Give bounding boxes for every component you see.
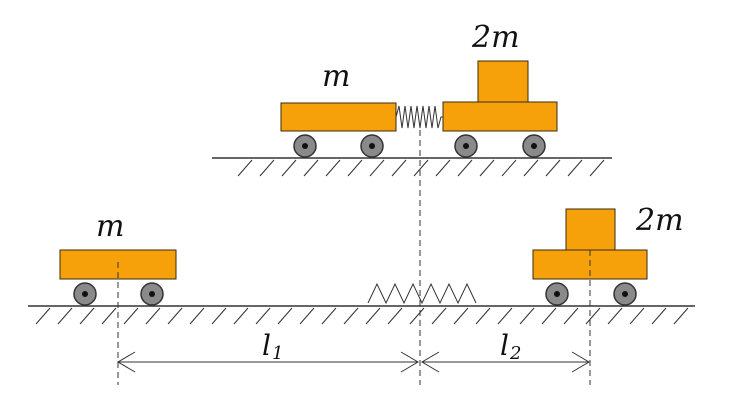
bottom-cart-2m-wheel-right <box>613 282 637 306</box>
hatch-mark <box>435 159 451 177</box>
bottom-cart-2m-load <box>565 208 616 251</box>
bottom-cart-m-wheel-left <box>73 282 97 306</box>
hatch-mark <box>457 159 473 177</box>
top-cart-m-body <box>280 102 397 132</box>
hatch-mark <box>123 307 139 325</box>
hatch-mark <box>79 307 95 325</box>
hatch-mark <box>673 307 689 325</box>
distance-l1-arrow-right <box>400 351 419 373</box>
hatch-mark <box>365 307 381 325</box>
top-label-2m: 2m <box>471 20 520 55</box>
hatch-mark <box>325 159 341 177</box>
hatch-mark <box>585 307 601 325</box>
hatch-mark <box>453 307 469 325</box>
distance-l2-symbol: l <box>500 329 509 362</box>
top-compressed-spring <box>395 105 443 129</box>
hatch-mark <box>259 159 275 177</box>
hatch-mark <box>321 307 337 325</box>
hatch-mark <box>145 307 161 325</box>
distance-l1-subscript: 1 <box>272 343 283 364</box>
bottom-scene: m 2m <box>28 203 695 385</box>
hatch-mark <box>211 307 227 325</box>
distance-l1-arrow-left <box>117 351 136 373</box>
hatch-mark <box>167 307 183 325</box>
hatch-mark <box>391 159 407 177</box>
hatch-mark <box>479 159 495 177</box>
hatch-mark <box>567 159 583 177</box>
top-cart-2m-load <box>477 60 529 103</box>
hatch-mark <box>563 307 579 325</box>
distance-l2-label: l2 <box>500 329 521 364</box>
hatch-mark <box>519 307 535 325</box>
top-cart-2m <box>442 60 558 158</box>
distance-l2-subscript: 2 <box>509 343 521 364</box>
hatch-mark <box>497 307 513 325</box>
top-cart-m-wheel-left <box>293 134 317 158</box>
hatch-mark <box>431 307 447 325</box>
hatch-mark <box>501 159 517 177</box>
hatch-mark <box>237 159 253 177</box>
distance-l2-arrow-right <box>571 351 590 373</box>
distance-l1: l1 <box>117 329 419 373</box>
hatch-mark <box>413 159 429 177</box>
hatch-mark <box>233 307 249 325</box>
hatch-mark <box>589 159 605 177</box>
hatch-mark <box>189 307 205 325</box>
hatch-mark <box>545 159 561 177</box>
bottom-cart-2m-wheel-left <box>545 282 569 306</box>
bottom-label-m: m <box>96 209 124 244</box>
hatch-mark <box>369 159 385 177</box>
hatch-mark <box>299 307 315 325</box>
hatch-mark <box>541 307 557 325</box>
distance-l1-label: l1 <box>262 329 283 364</box>
hatch-mark <box>101 307 117 325</box>
distance-l2: l2 <box>421 329 590 373</box>
hatch-mark <box>35 307 51 325</box>
top-cart-m-wheel-right <box>360 134 384 158</box>
hatch-mark <box>387 307 403 325</box>
hatch-mark <box>255 307 271 325</box>
bottom-relaxed-spring <box>367 282 477 305</box>
hatch-mark <box>281 159 297 177</box>
top-cart-2m-body <box>442 101 558 132</box>
hatch-mark <box>475 307 491 325</box>
distance-l1-symbol: l <box>262 329 271 362</box>
top-cart-2m-wheel-left <box>454 134 478 158</box>
bottom-cart-m-wheel-right <box>140 282 164 306</box>
hatch-mark <box>629 307 645 325</box>
hatch-mark <box>651 307 667 325</box>
top-cart-2m-wheel-right <box>522 134 546 158</box>
hatch-mark <box>523 159 539 177</box>
hatch-mark <box>303 159 319 177</box>
hatch-mark <box>409 307 425 325</box>
hatch-mark <box>607 307 623 325</box>
hatch-mark <box>57 307 73 325</box>
hatch-mark <box>343 307 359 325</box>
bottom-ground-hatch <box>35 307 689 325</box>
top-scene: m 2m <box>212 20 612 177</box>
top-cart-m <box>280 102 397 158</box>
distance-l2-arrow-left <box>421 351 440 373</box>
hatch-mark <box>347 159 363 177</box>
top-ground-hatch <box>237 159 605 177</box>
top-label-m: m <box>322 59 350 94</box>
hatch-mark <box>277 307 293 325</box>
bottom-label-2m: 2m <box>635 203 684 238</box>
